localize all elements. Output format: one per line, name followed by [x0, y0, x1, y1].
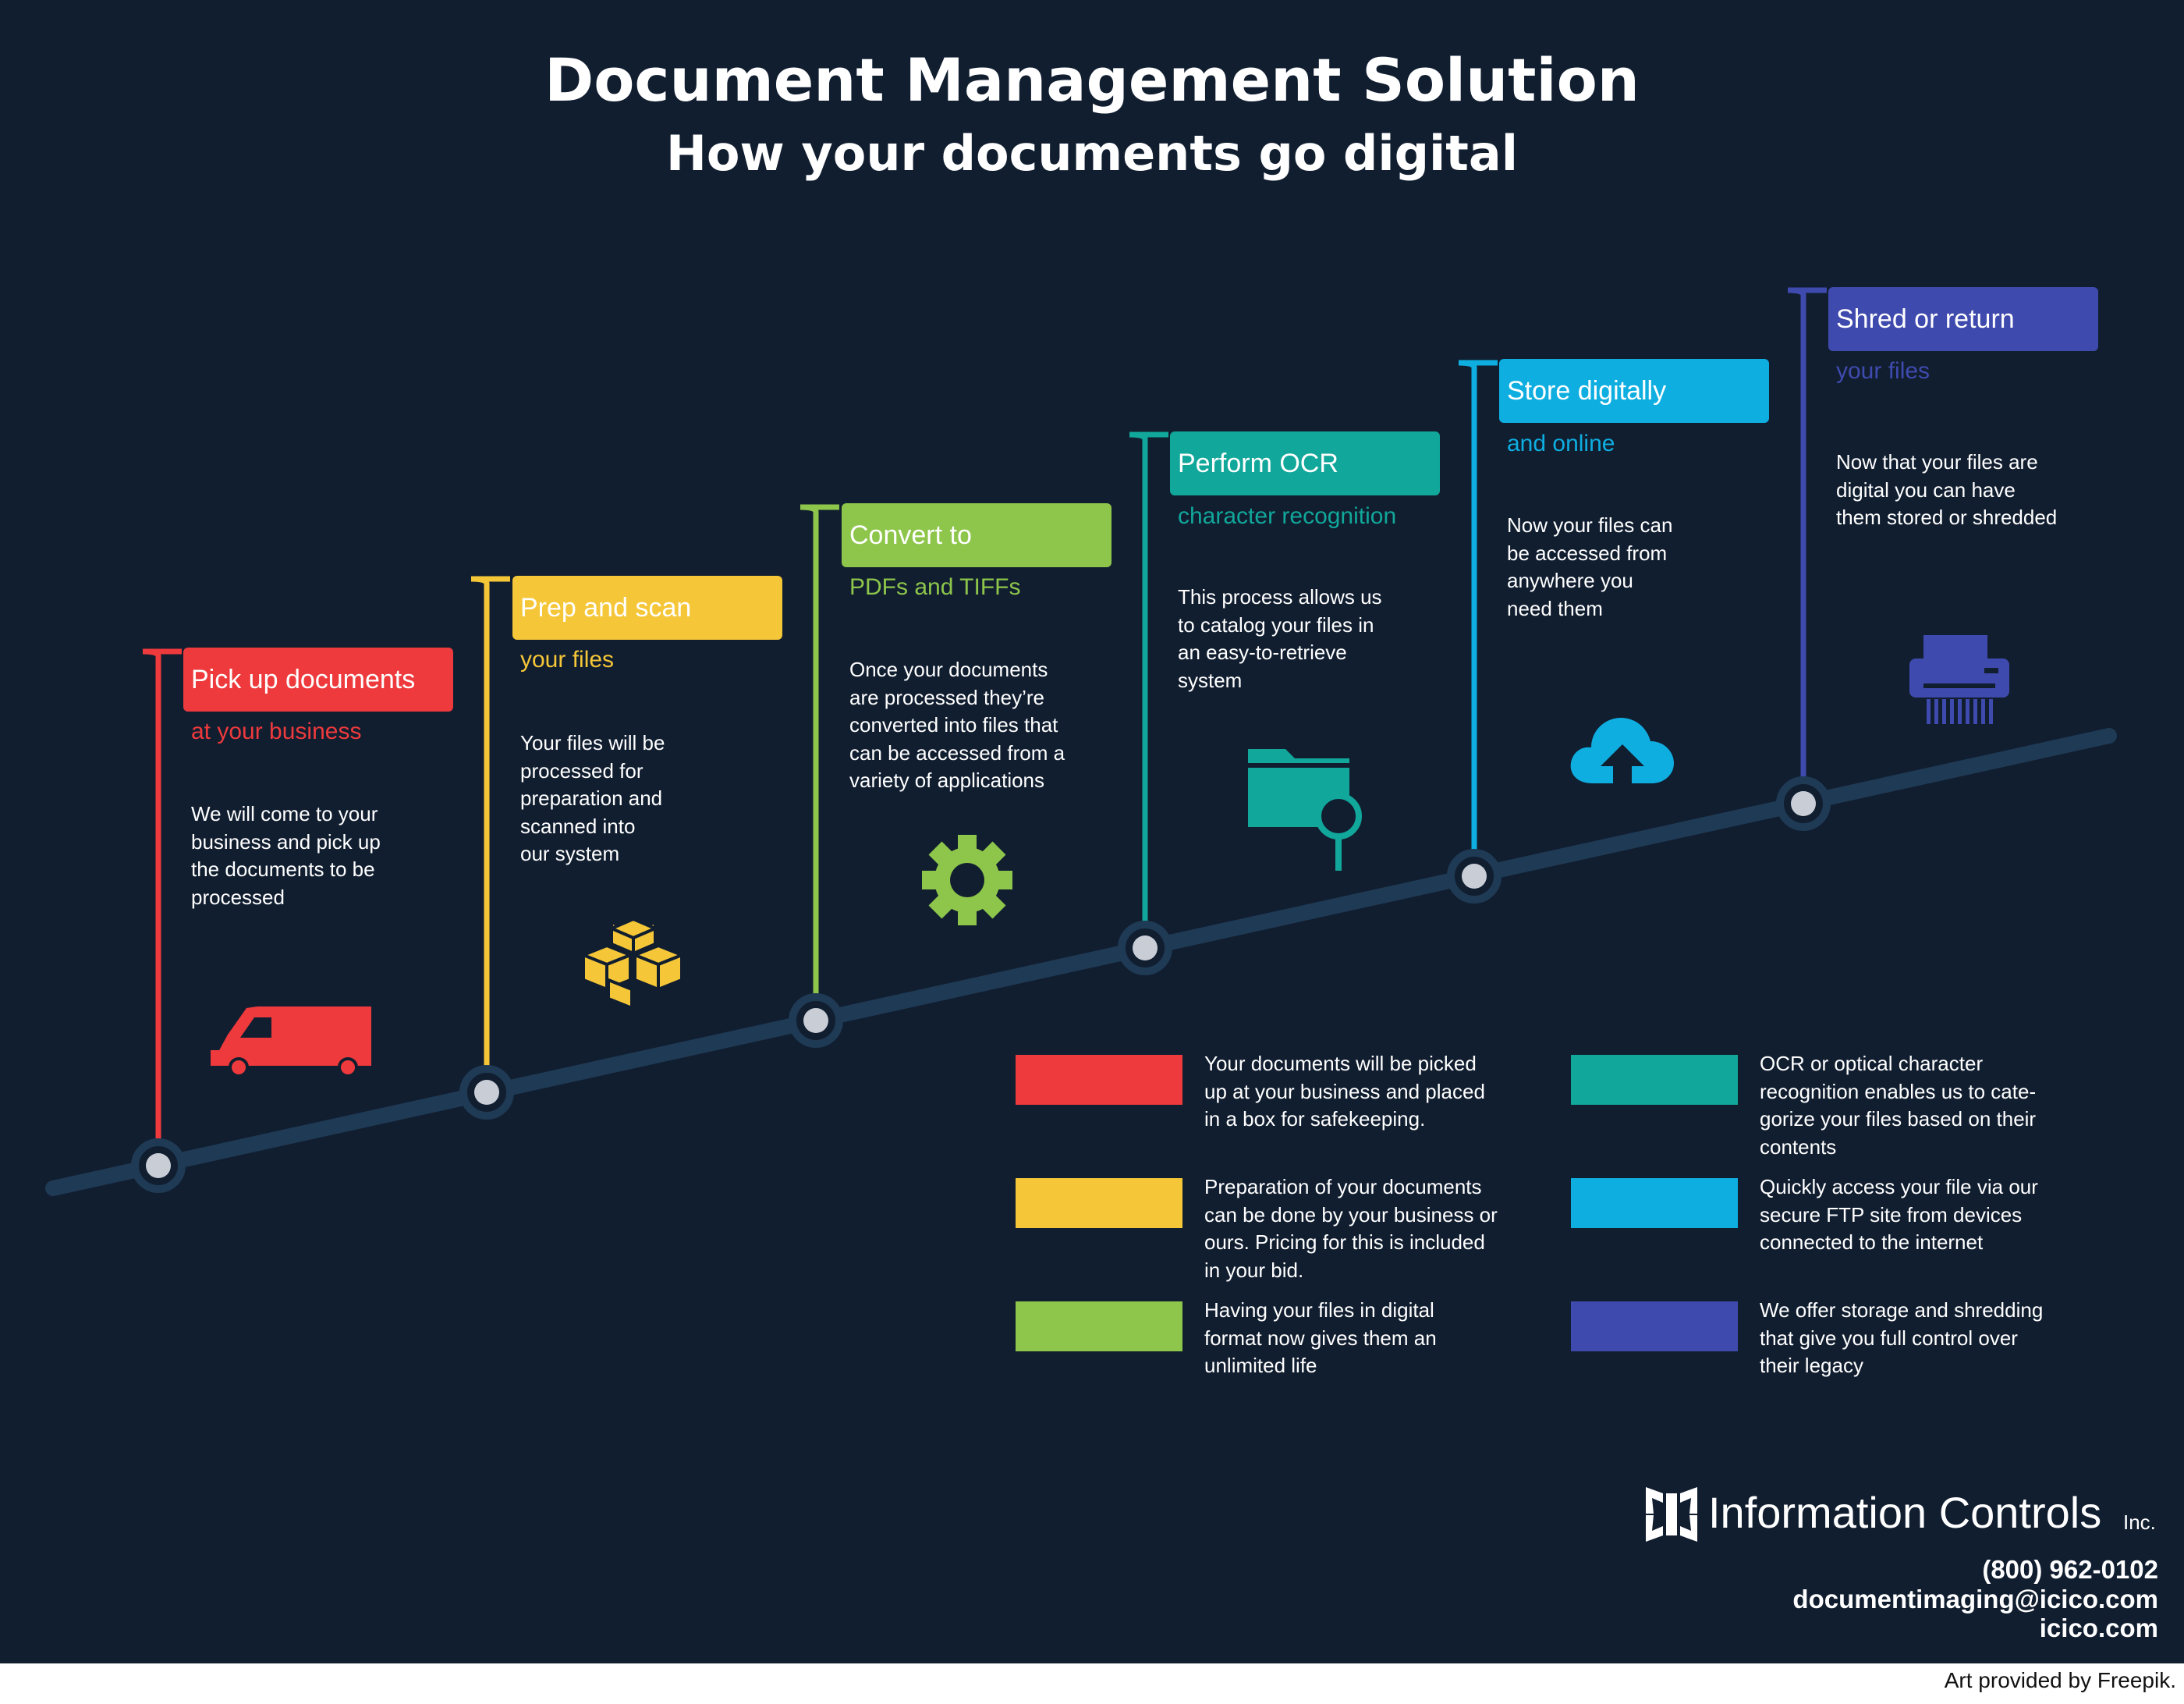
step-3-subtitle: PDFs and TIFFs	[849, 574, 1021, 600]
company-website[interactable]: icico.com	[2039, 1613, 2158, 1642]
timeline	[45, 287, 2117, 1196]
timeline-stems	[142, 287, 1827, 1166]
legend-text-pickup: Your documents will be picked up at your…	[1204, 1052, 1485, 1131]
logo-mark-icon	[1646, 1487, 1697, 1542]
gear-icon	[922, 835, 1012, 925]
legend-text-storage: We offer storage and shredding that give…	[1760, 1298, 2044, 1377]
step-4-stem	[1129, 431, 1168, 948]
step-6-node-dot	[1791, 791, 1816, 816]
step-2-description: Your files will be processed for prepara…	[520, 731, 665, 865]
company-phone: (800) 962-0102	[1982, 1555, 2158, 1584]
step-6-description: Now that your files are digital you can …	[1836, 450, 2058, 529]
cloud-upload-icon	[1570, 718, 1674, 783]
step-1-title: Pick up documents	[183, 648, 453, 712]
step-3-node-dot	[803, 1008, 828, 1033]
shredder-icon	[1909, 635, 2009, 724]
step-2-stem	[470, 576, 510, 1092]
step-5-stem	[1458, 360, 1498, 876]
step-5-subtitle: and online	[1507, 431, 1615, 456]
step-1-description: We will come to your business and pick u…	[191, 802, 381, 909]
step-3-stem	[800, 504, 839, 1021]
legend-swatch-red	[1016, 1055, 1182, 1105]
step-1-node-dot	[146, 1153, 171, 1178]
step-2-subtitle: your files	[520, 647, 615, 673]
page-subtitle: How your documents go digital	[666, 125, 1518, 182]
legend-swatch-indigo	[1571, 1301, 1738, 1351]
infographic-board: Document Management Solution How your do…	[0, 0, 2184, 1663]
step-1-subtitle: at your business	[191, 719, 362, 744]
legend-swatch-green	[1016, 1301, 1182, 1351]
company-suffix: Inc.	[2123, 1511, 2156, 1534]
legend-text-prep: Preparation of your documents can be don…	[1204, 1175, 1498, 1282]
step-4-description: This process allows us to catalog your f…	[1178, 585, 1382, 692]
legend-swatch-yellow	[1016, 1178, 1182, 1228]
step-5-title: Store digitally	[1499, 359, 1769, 423]
step-3-title: Convert to	[842, 503, 1112, 567]
art-credit: Art provided by Freepik.	[1944, 1668, 2176, 1692]
van-icon	[211, 1006, 371, 1077]
timeline-nodes	[131, 776, 1831, 1193]
step-4-node-dot	[1133, 935, 1158, 960]
step-4-subtitle: character recognition	[1178, 503, 1397, 529]
boxes-icon	[582, 921, 683, 1010]
folder-search-icon	[1248, 749, 1362, 871]
step-4-title: Perform OCR	[1170, 431, 1440, 495]
step-5-description: Now your files can be accessed from anyw…	[1507, 513, 1673, 620]
company-logo: Information Controls Inc.	[1638, 1481, 2161, 1551]
legend-text-ocr: OCR or optical character recognition ena…	[1760, 1052, 2037, 1159]
step-2-title: Prep and scan	[512, 576, 782, 640]
step-2-node-dot	[474, 1080, 499, 1105]
timeline-line	[45, 728, 2117, 1196]
legend-swatch-blue	[1571, 1178, 1738, 1228]
step-6-stem	[1787, 287, 1827, 804]
legend-text-access: Quickly access your file via our secure …	[1760, 1175, 2038, 1254]
legend-text-digital: Having your files in digital format now …	[1204, 1298, 1437, 1377]
company-name: Information Controls	[1708, 1488, 2102, 1537]
step-1-stem	[142, 648, 182, 1166]
company-email[interactable]: documentimaging@icico.com	[1792, 1585, 2158, 1613]
legend-swatch-teal	[1571, 1055, 1738, 1105]
step-6-subtitle: your files	[1836, 358, 1930, 384]
step-3-description: Once your documents are processed they’r…	[849, 658, 1065, 792]
step-6-title: Shred or return	[1828, 287, 2098, 351]
page-title: Document Management Solution	[544, 45, 1640, 115]
step-5-node-dot	[1462, 864, 1487, 889]
